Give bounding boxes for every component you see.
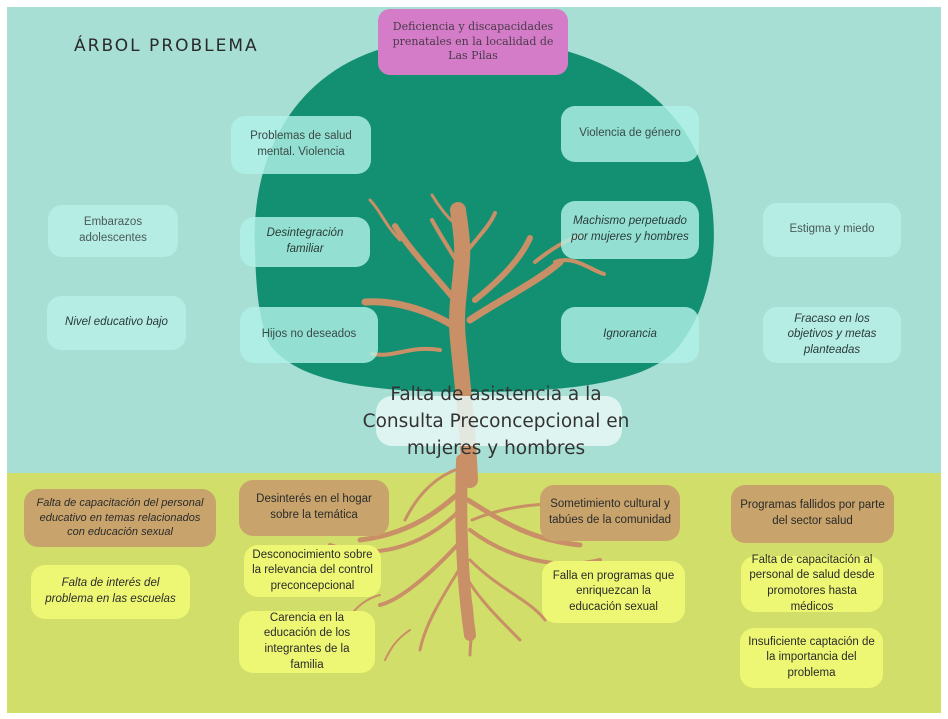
central-problem-backdrop [376, 396, 622, 446]
tree-roots [328, 454, 612, 661]
cause-falla-programas: Falla en programas que enriquezcan la ed… [542, 561, 685, 623]
cause-capacitacion-educativo: Falta de capacitación del personal educa… [24, 489, 216, 547]
top-effect-box: Deficiencia y discapacidades prenatales … [378, 9, 568, 75]
cause-sometimiento: Sometimiento cultural y tabúes de la com… [540, 485, 680, 541]
effect-fracaso: Fracaso en los objetivos y metas plantea… [763, 307, 901, 363]
effect-violencia-genero: Violencia de género [561, 106, 699, 162]
cause-programas-fallidos: Programas fallidos por parte del sector … [731, 485, 894, 543]
effect-nivel-educativo: Nivel educativo bajo [47, 296, 186, 350]
central-problem-line-2: Consulta Preconcepcional en [362, 411, 630, 432]
effect-salud-mental: Problemas de salud mental. Violencia [231, 116, 371, 174]
cause-capacitacion-salud: Falta de capacitación al personal de sal… [741, 554, 883, 613]
cause-captacion: Insuficiente captación de la importancia… [740, 628, 883, 688]
central-problem: Falta de asistencia a la Consulta Precon… [346, 381, 646, 462]
cause-falta-interes: Falta de interés del problema en las esc… [31, 565, 190, 619]
effect-hijos: Hijos no deseados [240, 307, 378, 363]
effect-estigma: Estigma y miedo [763, 203, 901, 257]
effect-ignorancia: Ignorancia [561, 307, 699, 363]
effect-embarazos: Embarazos adolescentes [48, 205, 178, 257]
central-problem-line-1: Falta de asistencia a la [390, 384, 602, 405]
diagram-title: ÁRBOL PROBLEMA [74, 36, 259, 56]
effect-desintegracion: Desintegración familiar [240, 217, 370, 267]
central-problem-line-3: mujeres y hombres [406, 438, 586, 459]
cause-desconocimiento: Desconocimiento sobre la relevancia del … [244, 545, 381, 597]
cause-desinteres-hogar: Desinterés en el hogar sobre la temática [239, 480, 389, 536]
effect-machismo: Machismo perpetuado por mujeres y hombre… [561, 201, 699, 259]
cause-carencia: Carencia en la educación de los integran… [239, 611, 375, 673]
